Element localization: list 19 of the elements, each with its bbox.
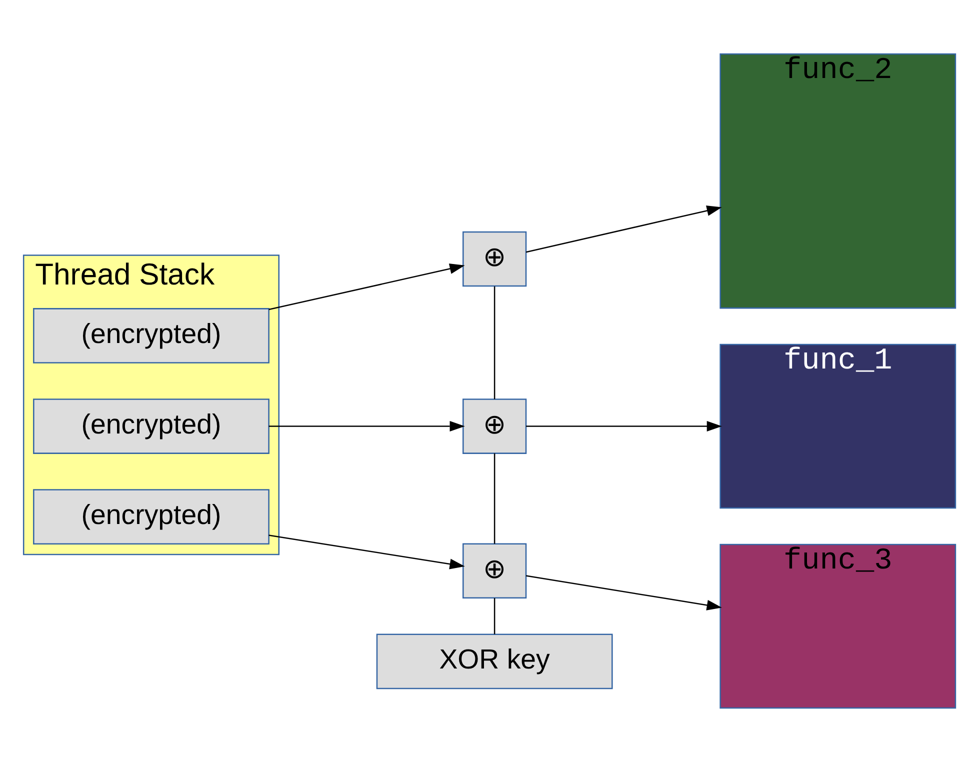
connector: [494, 286, 496, 400]
node-box: (encrypted): [33, 398, 270, 454]
arrow: [268, 420, 465, 432]
arrow: [526, 206, 722, 253]
arrow: [268, 264, 465, 310]
arrow: [526, 575, 722, 610]
arrow: [268, 534, 465, 570]
node-box: (encrypted): [33, 308, 270, 364]
node-box: func_1: [720, 344, 956, 509]
node-box: func_3: [720, 544, 956, 709]
connector: [494, 453, 496, 544]
node-box: XOR key: [376, 634, 613, 690]
node-box: ⊕: [462, 398, 527, 454]
node-box: ⊕: [462, 543, 527, 599]
arrow: [526, 420, 722, 432]
connector: [494, 598, 496, 634]
node-box: (encrypted): [33, 489, 270, 544]
node-box: ⊕: [462, 231, 527, 287]
node-box: func_2: [720, 53, 956, 309]
